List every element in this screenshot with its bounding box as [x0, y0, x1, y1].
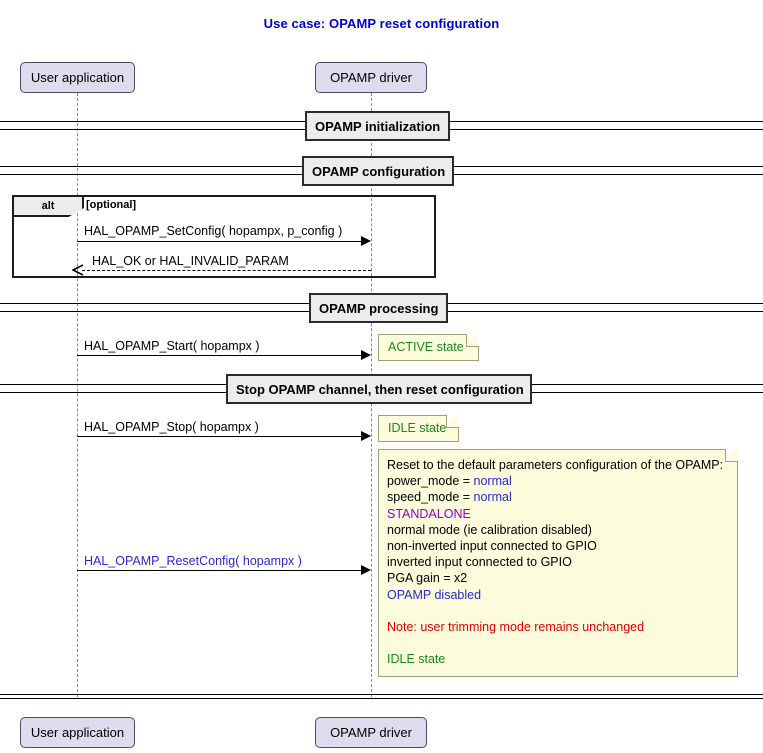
divider-opamp-processing: OPAMP processing [0, 293, 763, 323]
note-line: power_mode = normal [387, 473, 729, 489]
note-line-key: speed_mode = [387, 490, 474, 505]
note-active-state: ACTIVE state [378, 333, 479, 361]
divider-opamp-configuration: OPAMP configuration [0, 156, 763, 186]
message-arrowhead [361, 565, 371, 575]
message-label: HAL_OPAMP_SetConfig( hopampx, p_config ) [84, 224, 343, 238]
message-label: HAL_OPAMP_ResetConfig( hopampx ) [84, 554, 302, 568]
note-line: IDLE state [387, 652, 446, 667]
note-line: Reset to the default parameters configur… [387, 458, 724, 472]
divider-line-bottom [0, 698, 763, 699]
alt-fragment: alt [12, 195, 436, 278]
message-arrowhead [72, 264, 84, 276]
note-line: normal mode (ie calibration disabled) [387, 522, 592, 537]
message-label: HAL_OPAMP_Stop( hopampx ) [84, 420, 259, 434]
message-line [77, 355, 362, 356]
note-line: inverted input connected to GPIO [387, 555, 572, 570]
participant-user-application-bottom[interactable]: User application [20, 717, 135, 748]
note-line-key: power_mode = [387, 474, 474, 489]
alt-operator-tab: alt [14, 197, 84, 217]
note-line: STANDALONE [387, 506, 471, 521]
note-fold-icon [725, 448, 738, 462]
participant-opamp-driver-top[interactable]: OPAMP driver [315, 62, 427, 93]
note-line-spacer [387, 603, 729, 619]
note-line-value: normal [473, 474, 512, 489]
note-fold-icon [466, 333, 479, 347]
participant-user-application-top[interactable]: User application [20, 62, 135, 93]
note-text: IDLE state [388, 421, 447, 435]
divider-stop-opamp-channel: Stop OPAMP channel, then reset configura… [0, 374, 763, 404]
note-line: non-inverted input connected to GPIO [387, 539, 597, 554]
note-text: ACTIVE state [388, 340, 464, 354]
message-arrowhead [361, 350, 371, 360]
message-label: HAL_OPAMP_Start( hopampx ) [84, 339, 260, 353]
note-fold-icon [446, 414, 459, 428]
message-line [77, 436, 362, 437]
note-line: speed_mode = normal [387, 489, 729, 505]
message-line [82, 270, 371, 271]
divider-label: OPAMP initialization [305, 111, 450, 141]
divider-label: OPAMP configuration [302, 156, 454, 186]
note-line: Note: user trimming mode remains unchang… [387, 620, 645, 635]
note-idle-state: IDLE state [378, 414, 459, 442]
divider-label: Stop OPAMP channel, then reset configura… [226, 374, 532, 404]
divider-closing [0, 683, 763, 713]
lifeline-user-application [77, 93, 78, 697]
note-body: Reset to the default parameters configur… [387, 457, 729, 668]
page-title: Use case: OPAMP reset configuration [263, 16, 500, 31]
note-line-value: normal [473, 490, 512, 505]
message-arrowhead [361, 236, 371, 246]
message-label: HAL_OK or HAL_INVALID_PARAM [92, 254, 289, 268]
note-line: PGA gain = x2 [387, 571, 468, 586]
participant-opamp-driver-bottom[interactable]: OPAMP driver [315, 717, 427, 748]
note-line-spacer [387, 635, 729, 651]
message-arrowhead [361, 431, 371, 441]
note-reset-defaults: Reset to the default parameters configur… [378, 448, 738, 677]
alt-guard-label: [optional] [86, 199, 137, 211]
note-line: OPAMP disabled [387, 587, 482, 602]
divider-opamp-initialization: OPAMP initialization [0, 111, 763, 141]
message-line [77, 241, 362, 242]
message-line [77, 570, 362, 571]
divider-label: OPAMP processing [309, 293, 448, 323]
divider-line-top [0, 694, 763, 695]
